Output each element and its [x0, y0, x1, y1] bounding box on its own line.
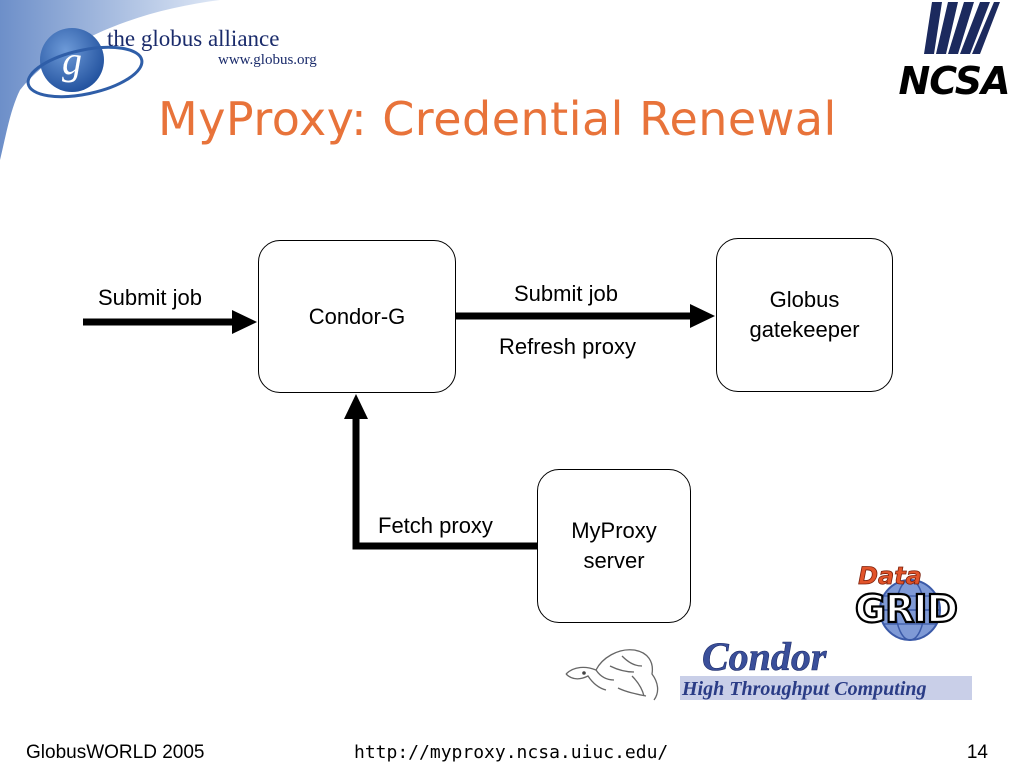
datagrid-data-text: Data — [858, 562, 922, 590]
myproxy-to-condor-arrow — [344, 394, 537, 550]
svg-text:g: g — [62, 38, 82, 83]
globus-label-line1: Globus — [769, 287, 840, 312]
footer-url: http://myproxy.ncsa.uiuc.edu/ — [354, 742, 669, 763]
submit-job-output-label: Submit job — [514, 281, 618, 306]
globus-label-line2: gatekeeper — [749, 317, 860, 342]
datagrid-grid-text: GRID — [855, 587, 957, 631]
myproxy-label-line1: MyProxy — [571, 518, 657, 543]
condor-g-label: Condor-G — [308, 303, 406, 329]
globus-alliance-logo: g the globus alliance www.globus.org — [0, 0, 360, 170]
condor-tagline-text: High Throughput Computing — [681, 678, 927, 700]
myproxy-server-node: MyProxy server — [537, 469, 691, 623]
condor-logo: Condor High Throughput Computing — [562, 634, 974, 706]
submit-job-input-label: Submit job — [98, 285, 202, 310]
ncsa-text: NCSA — [898, 59, 1009, 100]
ncsa-logo-icon: NCSA — [898, 2, 1011, 103]
globus-g-logo-icon: g — [0, 0, 220, 160]
footer-event-name: GlobusWORLD 2005 — [26, 742, 205, 763]
slide-title: MyProxy: Credential Renewal — [158, 92, 837, 146]
refresh-proxy-label: Refresh proxy — [499, 334, 636, 359]
datagrid-logo-icon: Data GRID — [854, 562, 959, 641]
ncsa-logo: NCSA — [884, 0, 1024, 103]
condor-to-globus-arrow — [456, 304, 715, 328]
submit-job-input-arrow — [83, 310, 257, 334]
footer-page-number: 14 — [966, 742, 988, 763]
fetch-proxy-label: Fetch proxy — [378, 513, 493, 538]
condor-g-node: Condor-G — [258, 240, 456, 393]
globus-alliance-text: the globus alliance — [107, 26, 280, 51]
condor-bird-icon: Condor High Throughput Computing — [565, 634, 972, 701]
globus-url-text: www.globus.org — [218, 52, 317, 68]
globus-gatekeeper-node: Globus gatekeeper — [716, 238, 893, 392]
myproxy-label-line2: server — [583, 548, 645, 573]
datagrid-logo: Data GRID — [826, 560, 986, 642]
condor-title-text: Condor — [702, 636, 827, 679]
